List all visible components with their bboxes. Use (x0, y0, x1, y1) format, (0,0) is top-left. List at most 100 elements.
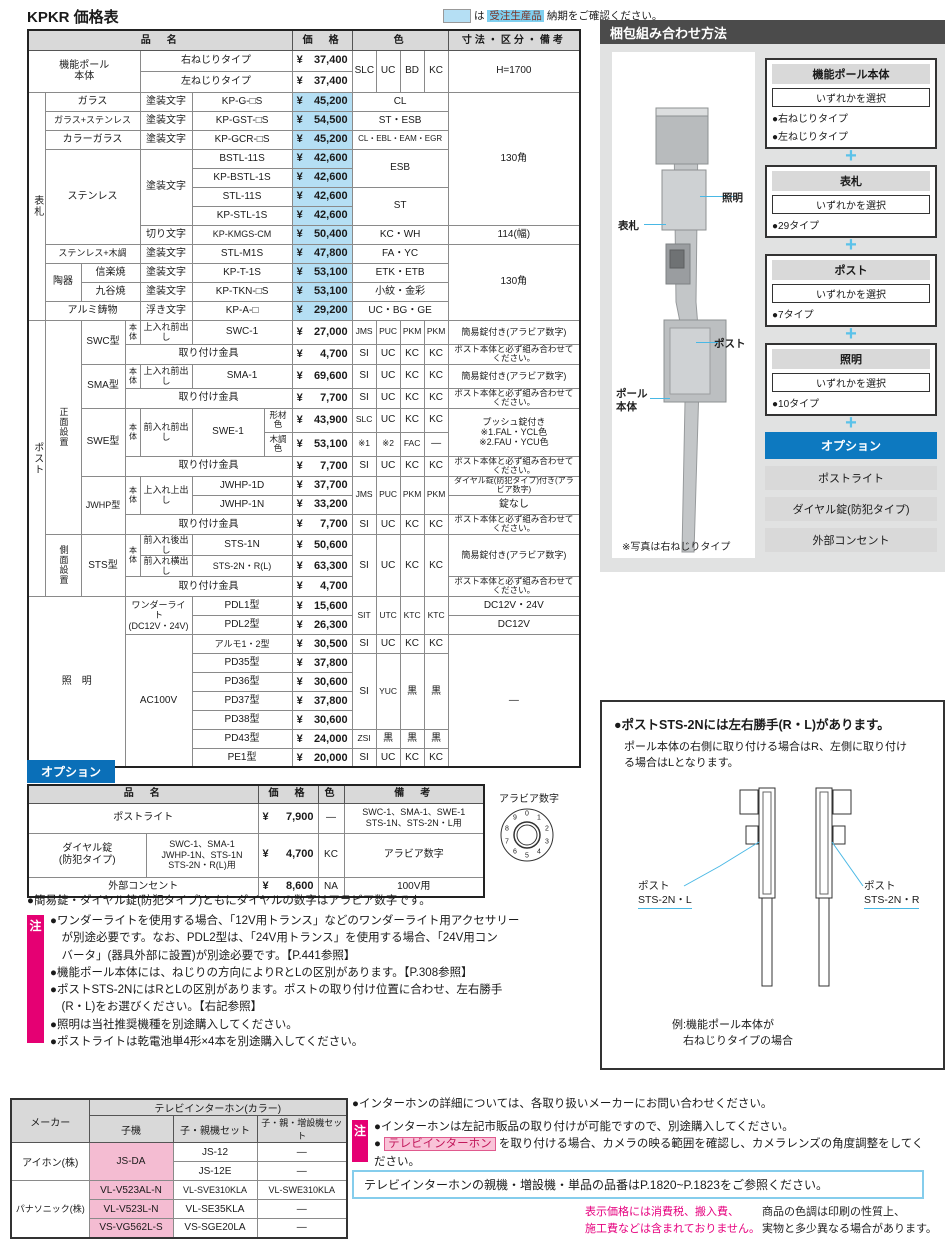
color-cell: 黒 (399, 728, 425, 749)
table-row: 表札 ガラス 塗装文字 KP-G-□S ¥45,200 CL 130角 (27, 91, 581, 321)
table-row: ダイヤル錠 (防犯タイプ) SWC-1、SMA-1 JWHP-1N、STS-1N… (27, 832, 485, 878)
cell: ガラス (44, 91, 141, 112)
color-cell: KTC (423, 595, 449, 635)
table-header-row: 品 名 価 格 色 備 考 (27, 784, 485, 804)
note-item: ●ワンダーライトを使用する場合、「12V用トランス」などのワンダーライト用アクセ… (50, 915, 520, 962)
cell: STL-M1S (191, 243, 293, 264)
table-row: PD36型 ¥30,600 (28, 671, 580, 692)
note-cell: アラビア数字 (343, 832, 485, 878)
cell: アルモ1・2型 (191, 633, 293, 654)
sts-caption: 例:機能ポール本体が 右ねじりタイプの場合 (672, 1019, 793, 1047)
packing-sidebar: 梱包組み合わせ方法 照明 表札 ポスト ポール 本体 ※写真は右ねじりタイプ 機… (600, 20, 945, 572)
dial-number: 5 (525, 852, 529, 860)
step-title: 表札 (772, 171, 930, 191)
made-to-order-swatch (443, 9, 471, 23)
step-select[interactable]: いずれかを選択 (772, 88, 930, 107)
cell: 本体 (124, 533, 141, 577)
leader-line (650, 398, 670, 399)
light-label: 照 明 (27, 595, 126, 768)
step-select[interactable]: いずれかを選択 (772, 373, 930, 392)
step-item: ●右ねじりタイプ (772, 114, 849, 125)
price-cell: ¥45,200 (291, 129, 353, 150)
color-cell: UC・BG・GE (351, 300, 449, 321)
color-cell: PKM (423, 319, 449, 345)
color-cell: SI (351, 652, 377, 730)
cell: KP-A-□ (191, 300, 293, 321)
cell: カラーガラス (44, 129, 141, 150)
note-list: ●ワンダーライトを使用する場合、「12V用トランス」などのワンダーライト用アクセ… (50, 913, 590, 1051)
cell: 塗装文字 (139, 262, 193, 283)
dial-icon: 0 1 2 3 4 5 6 7 8 9 (500, 806, 556, 866)
table-row: AC100V アルモ1・2型 ¥30,500 SI UC KC KC ― (28, 633, 581, 768)
table-row: SWE型 本体 前入れ前出し SWE-1 形材色 ¥43,900 SLC UC … (28, 407, 581, 477)
cell: 本体 (124, 407, 141, 457)
cell: PD35型 (191, 652, 293, 673)
cell: 塗装文字 (139, 91, 193, 112)
color-cell: KC (317, 832, 345, 878)
packing-steps: 機能ポール本体 いずれかを選択 ●右ねじりタイプ ●左ねじりタイプ + 表札 い… (765, 58, 937, 552)
table-row: VS-VG562L-S VS-SGE20LA ― (11, 1218, 348, 1238)
cell: 取り付け金具 (124, 513, 293, 535)
price-cell: ¥37,700 (291, 475, 353, 496)
set-cell: JS-12E (172, 1161, 258, 1181)
cell: ワンダーライト (DC12V・24V) (124, 595, 193, 635)
table-row: 照 明 ワンダーライト (DC12V・24V) PDL1型 ¥15,600 SI… (27, 595, 581, 768)
cell: 九谷焼 (80, 281, 141, 302)
dial-number: 0 (525, 810, 529, 818)
table-row: パナソニック(株) VL-V523AL-N VL-SVE310KLA VL-SW… (10, 1180, 348, 1238)
spec-cell: プッシュ錠付き ※1.FAL・YCL色 ※2.FAU・YCU色 (447, 407, 581, 457)
color-cell: KC (423, 363, 449, 389)
color-cell: UC (375, 407, 401, 433)
dial-number: 8 (505, 825, 509, 833)
cell: KP-TKN-□S (191, 281, 293, 302)
table-row: 取り付け金具 ¥7,700 SI UC KC KC ポスト本体と必ず組み合わせて… (28, 513, 581, 535)
color-cell: ST (351, 186, 449, 226)
table-row: 木調色 ¥53,100 ※1 ※2 FAC ― (28, 431, 580, 457)
price-cell: ¥69,600 (291, 363, 353, 389)
price-cell: ¥53,100 (291, 281, 353, 302)
color-cell: UC (375, 343, 401, 365)
ext-cell: ― (256, 1218, 348, 1238)
cell: 取り付け金具 (124, 455, 293, 477)
color-cell: UC (375, 49, 401, 93)
photo-label-pole: ポール 本体 (616, 388, 648, 414)
dial-circle (500, 808, 554, 862)
photo-label-plate: 表札 (618, 220, 639, 232)
packing-step-pole: 機能ポール本体 いずれかを選択 ●右ねじりタイプ ●左ねじりタイプ (765, 58, 937, 149)
dial-number: 7 (505, 838, 509, 846)
color-cell: SI (351, 633, 377, 654)
table-row: JWHP型 本体 上入れ上出し JWHP-1D ¥37,700 JMS PUC … (28, 475, 581, 535)
color-cell: CL (351, 91, 449, 112)
color-cell: KC (399, 407, 425, 433)
color-cell: ― (317, 802, 345, 834)
price-cell: ¥33,200 (291, 494, 353, 515)
sts-diagram (683, 787, 864, 987)
price-cell: ¥50,400 (291, 224, 353, 245)
step-select[interactable]: いずれかを選択 (772, 195, 930, 214)
color-cell: JMS (351, 319, 377, 345)
table-row: 切り文字 KP-KMGS-CM ¥50,400 KC・WH 114(幅) (28, 224, 581, 245)
price-cell: ¥37,800 (291, 652, 353, 673)
spec-cell: 130角 (447, 243, 581, 321)
cell: PDL2型 (191, 614, 293, 635)
price-cell: ¥29,200 (291, 300, 353, 321)
maker-cell: アイホン(株) (10, 1142, 90, 1181)
maker-cell: パナソニック(株) (10, 1180, 90, 1238)
spec-cell: 錠なし (447, 494, 581, 515)
packing-step-plate: 表札 いずれかを選択 ●29タイプ (765, 165, 937, 238)
color-cell: UC (375, 533, 401, 597)
cell: BSTL-11S (191, 148, 293, 169)
spec-cell: ポスト本体と必ず組み合わせてください。 (447, 575, 581, 597)
step-item: ●10タイプ (772, 399, 820, 410)
color-cell: CL・EBL・EAM・EGR (351, 129, 449, 150)
sts-body: ポール本体の右側に取り付ける場合はR、左側に取り付け る場合はLとなります。 (624, 741, 907, 769)
note-item: ●機能ポール本体には、ねじりの方向によりRとLの区別があります。【P.308参照… (50, 966, 473, 979)
ext-cell: ― (256, 1199, 348, 1219)
tv-intercom-tag: テレビインターホン (384, 1137, 496, 1152)
cell: 塗装文字 (139, 110, 193, 131)
step-select[interactable]: いずれかを選択 (772, 284, 930, 303)
color-cell: SI (351, 533, 377, 597)
color-cell: KC (423, 533, 449, 597)
color-cell: ETK・ETB (351, 262, 449, 283)
